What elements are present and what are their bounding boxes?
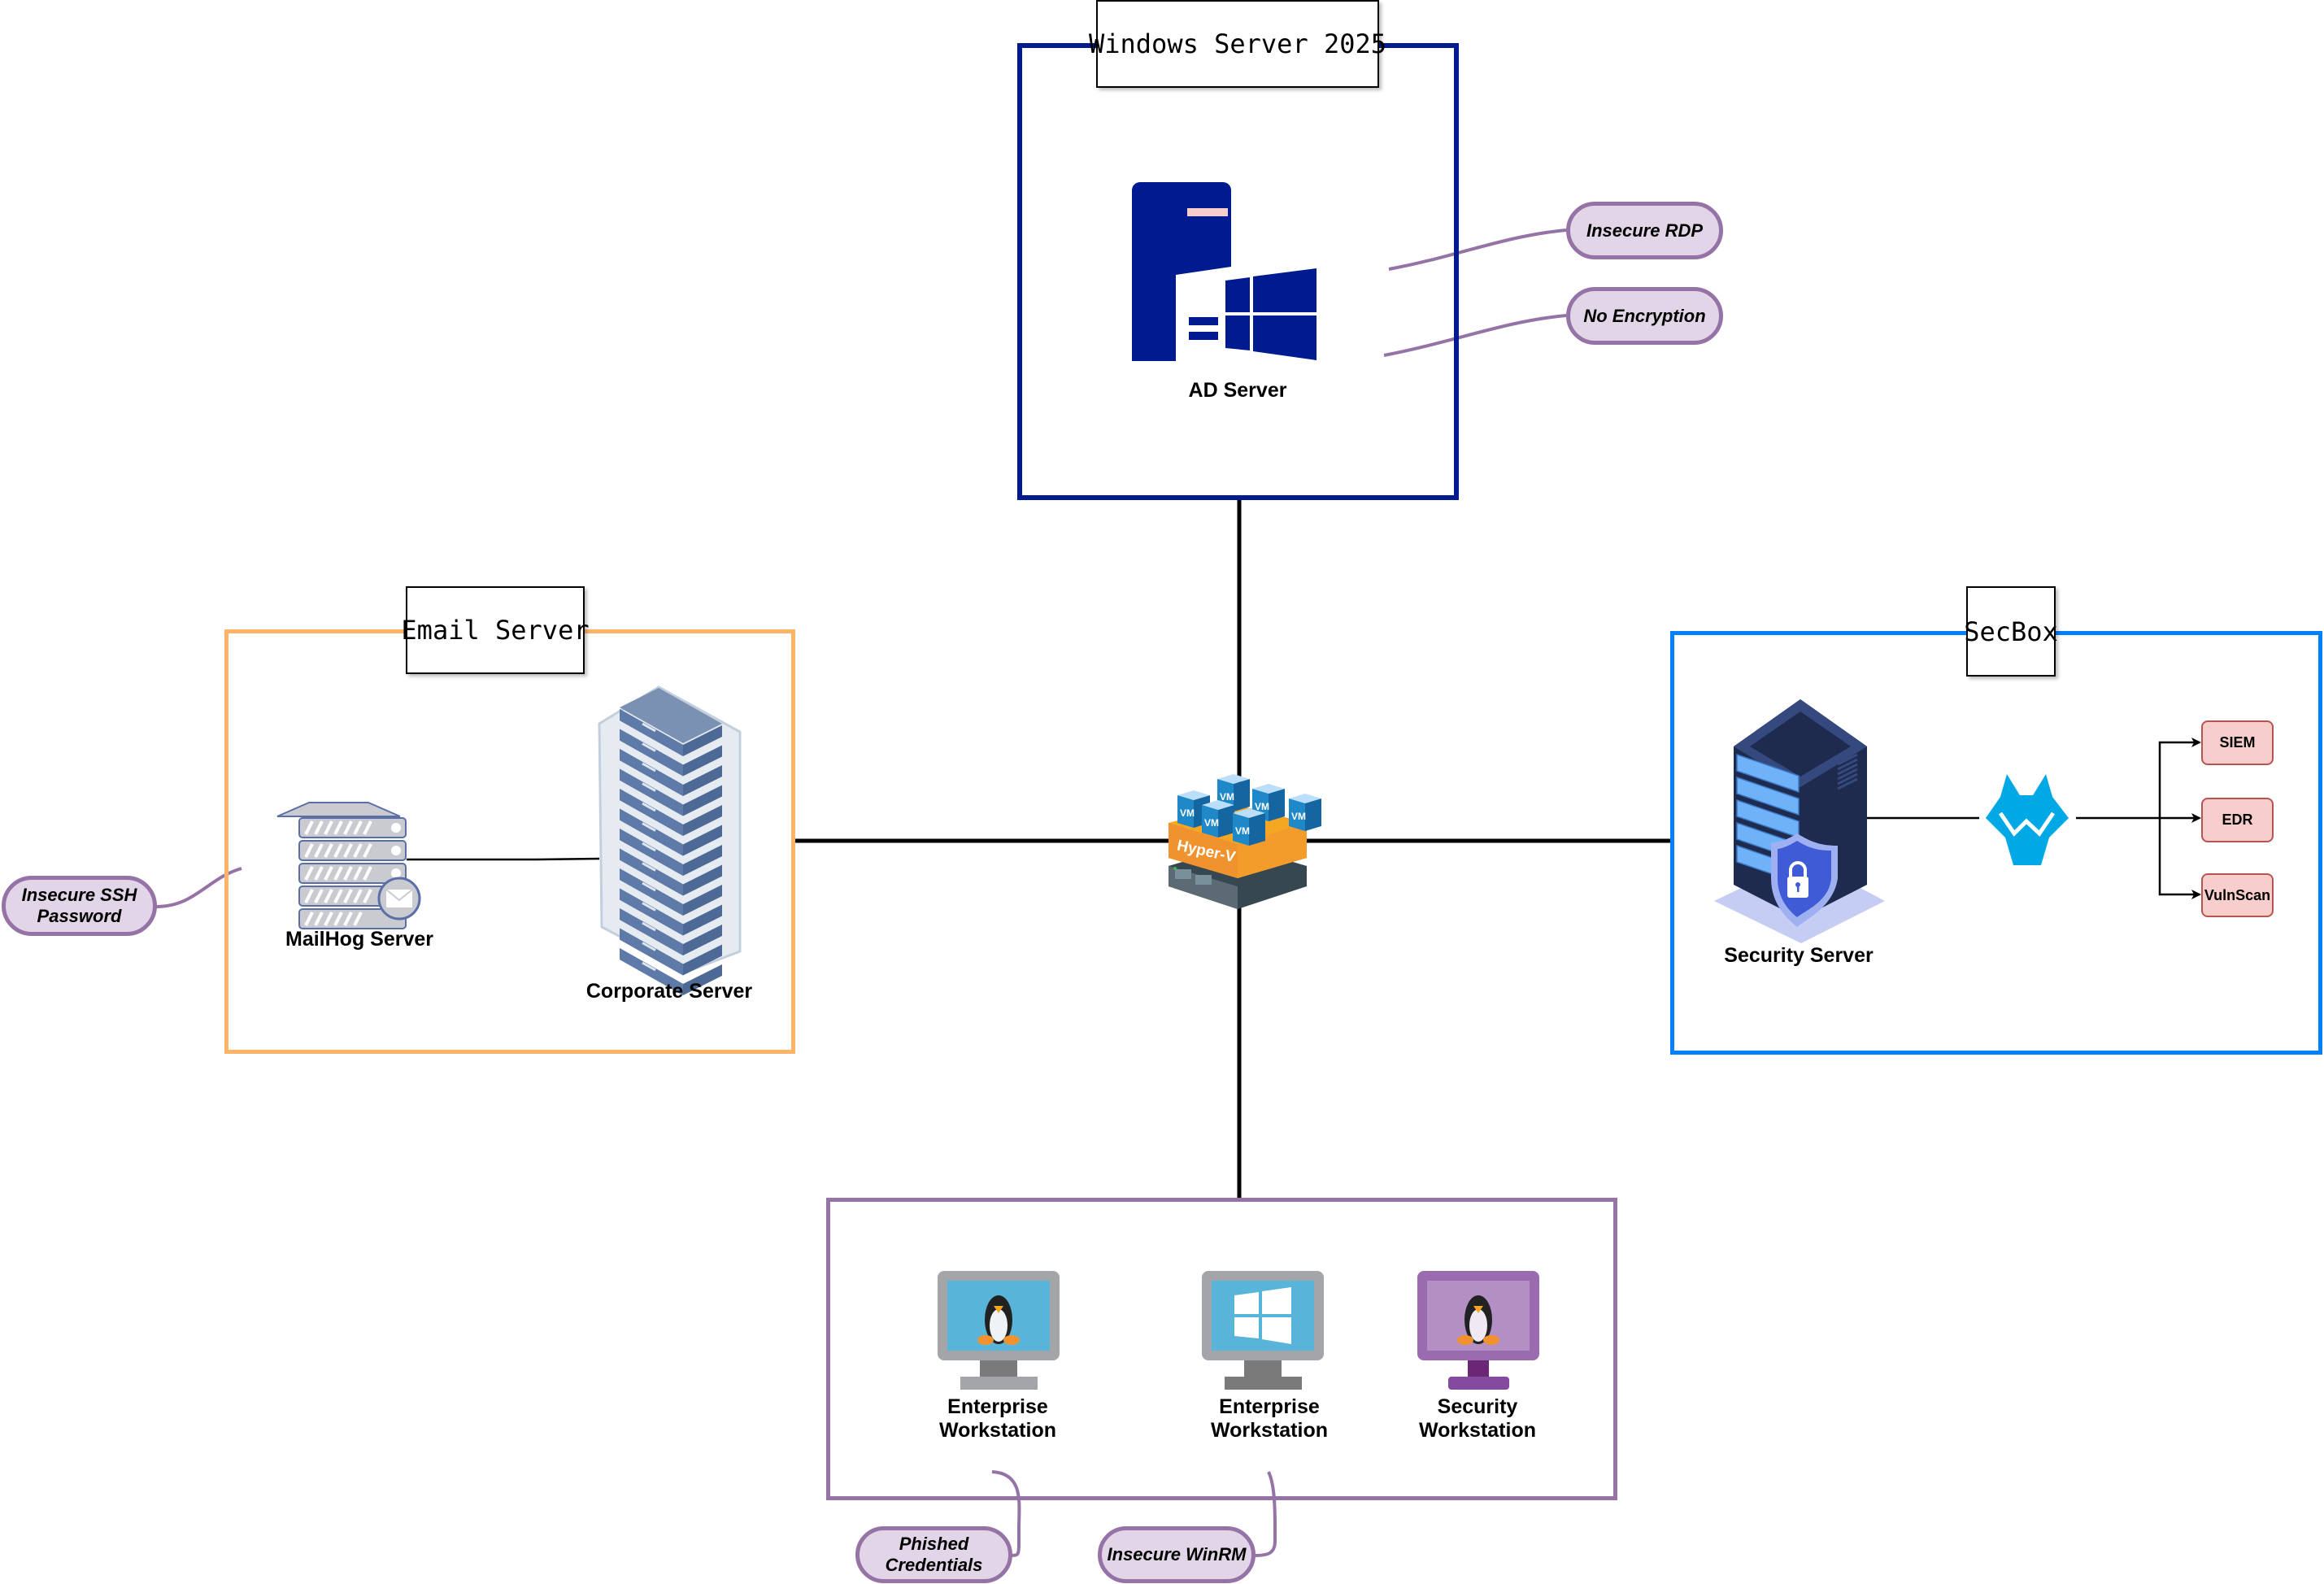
mail-server-icon [276,802,421,929]
link-ad-noencryption [1383,314,1567,357]
rack-unit [620,789,722,836]
vuln-phished-credentials[interactable]: Phished Credentials [855,1526,1012,1583]
enterprise-ws-linux-label-line1: Enterprise [947,1395,1048,1418]
group-title-email-server: Email Server [401,586,590,674]
rack-unit [620,868,722,916]
rack-unit [620,908,722,955]
rack-unit [620,729,722,777]
rack-unit [620,829,722,876]
tux-icon [977,1295,1020,1345]
server-bay [1736,776,1800,816]
group-title-windows-server: Windows Server 2025 [1089,0,1386,88]
windows-server-icon [1132,182,1316,361]
rack-unit [620,749,722,796]
vuln-phished-line2: Credentials [885,1555,983,1575]
enterprise-ws-linux-label: Enterprise Workstation [939,1395,1056,1443]
corporate-server-label[interactable]: Corporate Server [585,980,753,1003]
rack-unit [620,888,722,936]
security-ws-label-line2: Workstation [1419,1419,1536,1442]
link-ws2-winrm [1254,1471,1277,1557]
windows-logo-icon [1234,1287,1291,1344]
vm-label: VM [1220,791,1234,803]
linux-monitor-icon [938,1271,1060,1390]
group-title-secbox: SecBox [1964,586,2058,677]
rack-unit [620,768,722,816]
secure-server-icon [1714,699,1885,943]
vm-label: VM [1204,817,1219,829]
enterprise-ws-windows-label: Enterprise Workstation [1211,1395,1328,1443]
vm-label: VM [1235,825,1250,837]
mailhog-server-label: MailHog Server [285,928,434,951]
vuln-insecure-ssh-line2: Password [37,906,122,926]
security-ws-label[interactable]: Security Workstation [1419,1395,1536,1443]
vm-label: VM [1180,807,1195,819]
security-ws-label-line1: Security [1437,1395,1518,1418]
vm-cube: VM [1289,794,1321,831]
tool-siem[interactable]: SIEM [2201,720,2274,765]
link-wazuh-siem [2158,738,2201,818]
vm-cube: VM [1233,808,1265,846]
enterprise-ws-linux-label-line2: Workstation [939,1419,1056,1442]
group-windows-server [1017,43,1459,500]
windows-monitor-icon [1202,1271,1324,1390]
link-ws1-phished [991,1470,1021,1557]
rack-unit [620,948,722,995]
linux-monitor-purple-icon [1417,1271,1539,1390]
vuln-insecure-winrm[interactable]: Insecure WinRM [1098,1526,1256,1583]
rack-unit [620,808,722,856]
group-workstations [826,1198,1617,1500]
rack-unit [620,848,722,896]
server-bay [1736,753,1800,794]
vuln-no-encryption[interactable]: No Encryption [1566,287,1723,345]
security-server-label[interactable]: Security Server [1724,944,1874,967]
enterprise-ws-windows-label-line2: Workstation [1211,1419,1328,1442]
vm-label: VM [1291,811,1306,822]
wolf-logo-icon [1986,774,2069,865]
rack-unit [620,928,722,976]
tux-icon [1457,1295,1499,1345]
vuln-insecure-rdp[interactable]: Insecure RDP [1566,202,1723,259]
tool-edr[interactable]: EDR [2201,798,2274,842]
vuln-insecure-ssh[interactable]: Insecure SSH Password [2,876,157,936]
group-secbox [1670,631,2322,1055]
vm-label: VM [1255,801,1269,812]
enterprise-ws-windows-label-line1: Enterprise [1219,1395,1320,1418]
rack-unit [620,709,722,756]
vuln-phished-line1: Phished [899,1534,969,1554]
link-wazuh-vulnscan [2158,818,2201,899]
vuln-insecure-ssh-line1: Insecure SSH [21,885,137,905]
server-rack-icon [598,685,742,995]
ad-server-label: AD Server [1188,379,1287,402]
tool-vulnscan[interactable]: VulnScan [2201,873,2274,917]
link-mailhog-ssh [155,867,242,908]
link-ad-rdp [1388,228,1567,271]
vm-cube: VM [1202,800,1234,838]
